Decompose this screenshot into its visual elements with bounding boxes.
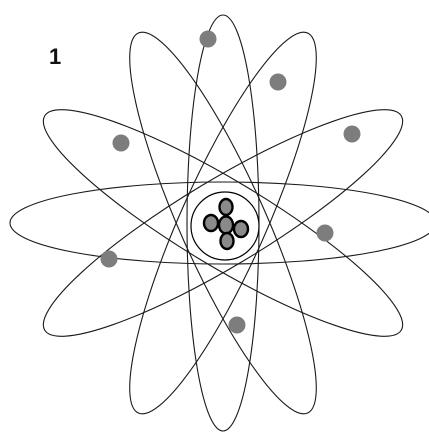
electron [270,74,287,91]
electron [113,135,130,152]
nucleon [221,233,234,249]
nucleus [191,192,259,260]
electron [200,31,217,48]
figure-number: 1 [49,46,61,68]
electron [101,251,118,268]
nucleon [219,217,233,234]
electron [229,317,246,334]
nucleon [234,221,248,237]
electron [317,225,334,242]
electron [344,126,361,143]
nucleon [204,215,218,231]
nucleon [220,199,233,215]
